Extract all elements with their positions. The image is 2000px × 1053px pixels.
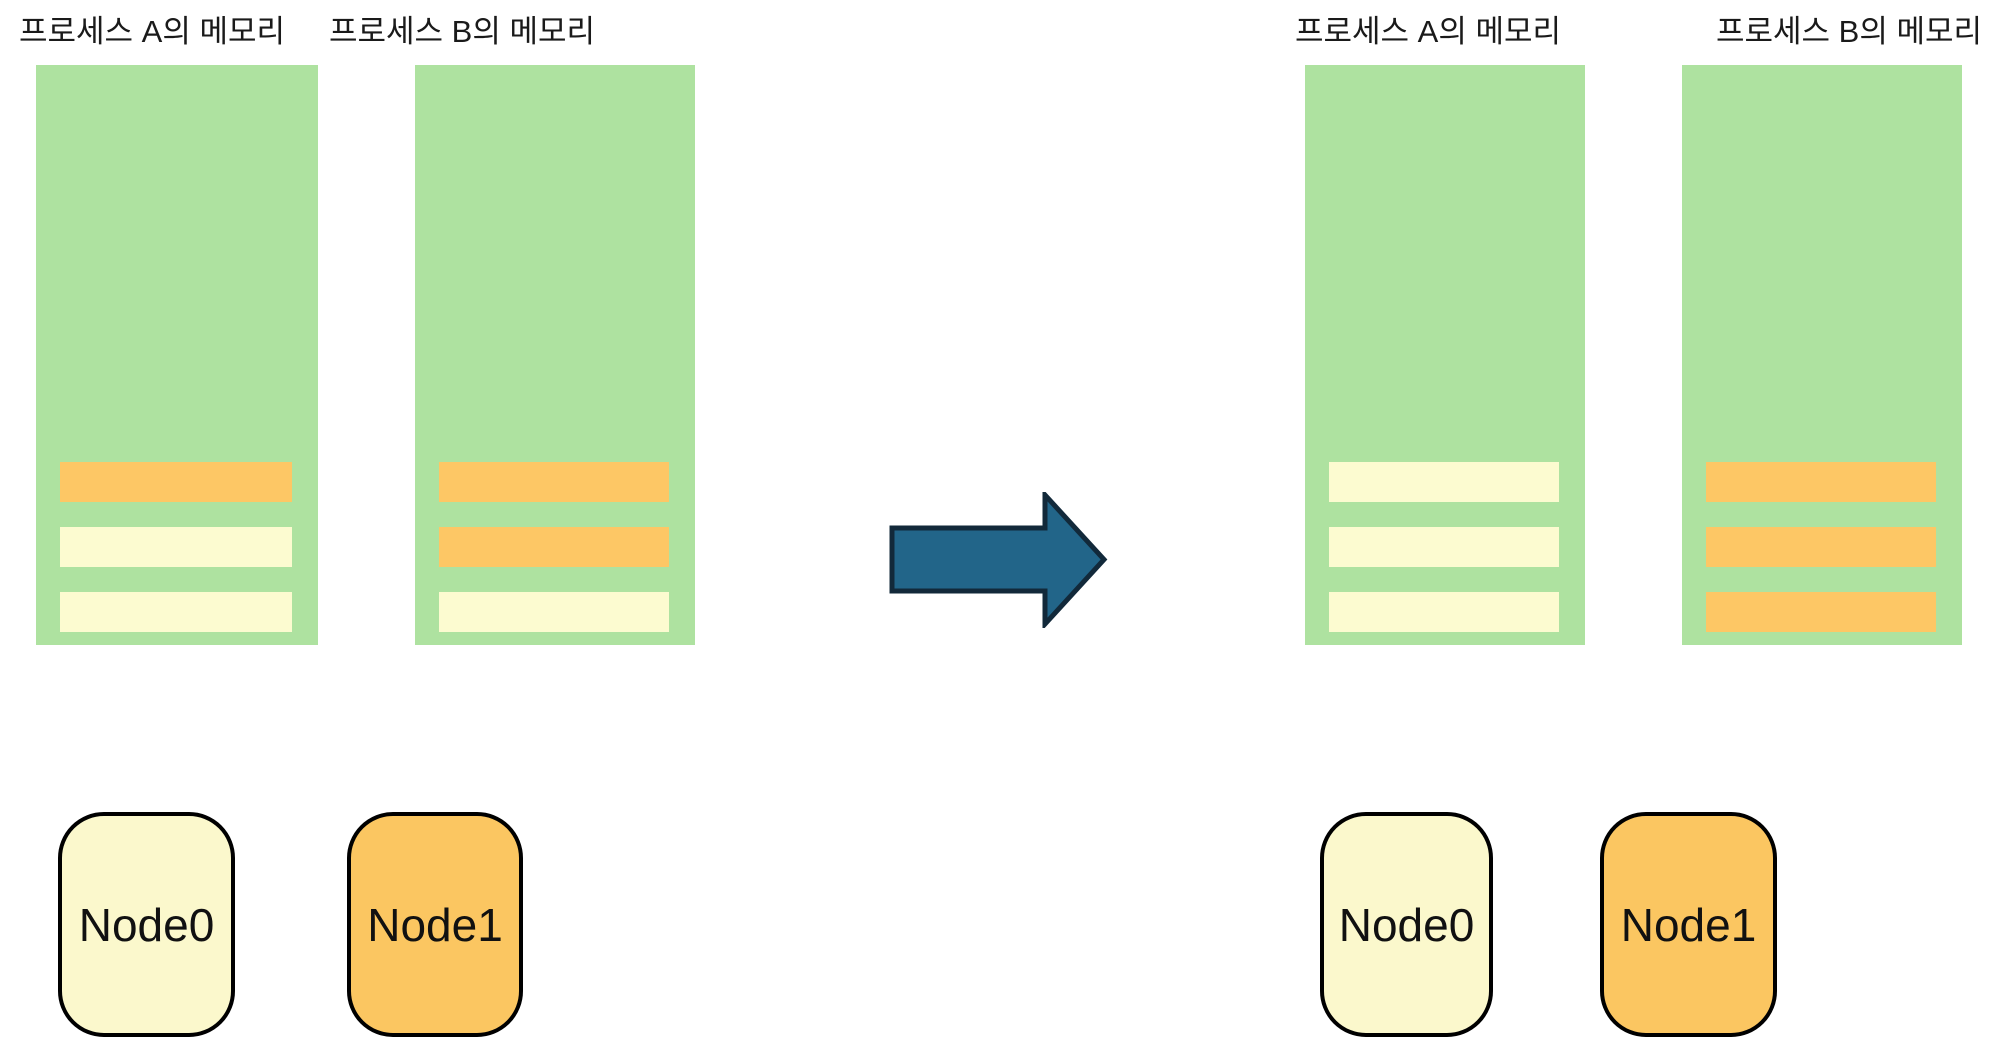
- memory-stripe: [60, 592, 292, 632]
- memory-stripe: [60, 462, 292, 502]
- after-process-b-memory-block: [1682, 65, 1962, 645]
- memory-stripe: [1706, 527, 1936, 567]
- migration-arrow: [888, 488, 1112, 631]
- before-process-a-title: 프로세스 A의 메모리: [18, 14, 286, 49]
- right-arrow-icon: [889, 488, 1108, 631]
- memory-stripe: [439, 592, 669, 632]
- after-process-a-memory-pages: [1329, 462, 1559, 632]
- after-process-a-title: 프로세스 A의 메모리: [1294, 14, 1562, 49]
- before-process-b-memory-pages: [439, 462, 669, 632]
- memory-stripe: [60, 527, 292, 567]
- before-node0-label: Node0: [78, 898, 215, 951]
- after-node1-box: Node1: [1600, 812, 1777, 1037]
- before-process-a-memory-block: [36, 65, 318, 645]
- after-process-a-memory-block: [1305, 65, 1585, 645]
- before-process-a-memory-pages: [60, 462, 292, 632]
- after-node0-box: Node0: [1320, 812, 1493, 1037]
- memory-stripe: [1706, 592, 1936, 632]
- memory-stripe: [1329, 592, 1559, 632]
- after-node0-label: Node0: [1338, 898, 1475, 951]
- after-process-b-memory-pages: [1706, 462, 1936, 632]
- before-node0-box: Node0: [58, 812, 235, 1037]
- memory-stripe: [1329, 462, 1559, 502]
- after-node1-label: Node1: [1620, 898, 1757, 951]
- before-process-b-memory-block: [415, 65, 695, 645]
- memory-stripe: [1329, 527, 1559, 567]
- before-node1-label: Node1: [367, 898, 503, 951]
- before-process-b-title: 프로세스 B의 메모리: [328, 14, 596, 49]
- memory-stripe: [439, 527, 669, 567]
- memory-stripe: [1706, 462, 1936, 502]
- before-node1-box: Node1: [347, 812, 523, 1037]
- after-process-b-title: 프로세스 B의 메모리: [1715, 14, 1983, 49]
- memory-stripe: [439, 462, 669, 502]
